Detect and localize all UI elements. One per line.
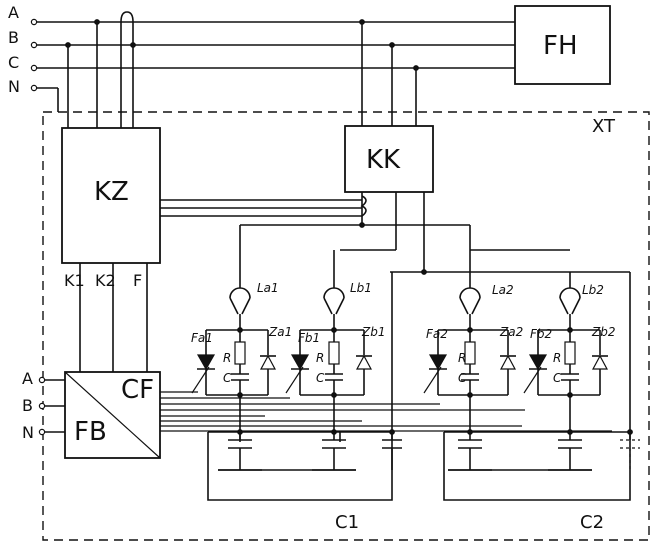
xt-enclosure: [42, 111, 650, 541]
diode-label-za1: Za1: [268, 325, 292, 339]
resistor-label-r2: R: [316, 351, 324, 365]
fh-label: FH: [543, 31, 578, 61]
kz-label: KZ: [94, 177, 129, 207]
resistor-label-r1: R: [223, 351, 231, 365]
reactor-1: [323, 285, 345, 315]
cf-label: CF: [121, 375, 154, 405]
thyristor-0: [196, 354, 216, 371]
diode-label-zb1: Zb1: [361, 325, 385, 339]
fb-input-a: A: [22, 369, 33, 388]
reactor-label-la1: La1: [257, 281, 279, 295]
input-label-b: B: [8, 28, 19, 47]
capacitor-label-c2: C: [316, 371, 325, 385]
thyristor-label-fb2: Fb2: [530, 327, 552, 341]
kz-box: [61, 127, 161, 264]
thyristor-2: [428, 354, 448, 371]
capacitor-label-c1: C: [223, 371, 232, 385]
fh-box: [514, 5, 611, 85]
input-label-a: A: [8, 3, 19, 22]
kk-label: KK: [366, 145, 401, 175]
reactor-3: [559, 285, 581, 315]
fb-label: FB: [74, 417, 107, 447]
bank-label-c2: C2: [580, 512, 604, 533]
resistor-label-r3: R: [458, 351, 466, 365]
kk-box: [344, 125, 434, 193]
capacitor-label-c3: C: [458, 371, 467, 385]
reactor-label-la2: La2: [492, 283, 514, 297]
fb-input-n: N: [22, 423, 34, 442]
fb-input-b: B: [22, 396, 33, 415]
kz-output-k2: K2: [95, 271, 116, 290]
fb-input-terminals: A B N: [22, 369, 65, 442]
kz-output-f: F: [133, 271, 142, 290]
reactor-2: [459, 285, 481, 315]
thyristor-label-fa1: Fa1: [191, 331, 213, 345]
reactor-0: [229, 285, 251, 315]
thyristor-3: [528, 354, 548, 371]
input-label-c: C: [8, 53, 19, 72]
diode-label-za2: Za2: [499, 325, 523, 339]
reactor-label-lb1: Lb1: [350, 281, 372, 295]
thyristor-label-fb1: Fb1: [298, 331, 320, 345]
reactor-label-lb2: Lb2: [582, 283, 604, 297]
thyristor-label-fa2: Fa2: [426, 327, 448, 341]
thyristor-1: [290, 354, 310, 371]
xt-label: XT: [592, 116, 616, 137]
input-terminals: A B C N: [8, 3, 38, 96]
input-label-n: N: [8, 77, 20, 96]
branches: [191, 225, 609, 471]
diode-label-zb2: Zb2: [591, 325, 615, 339]
resistor-label-r4: R: [553, 351, 561, 365]
bank-label-c1: C1: [335, 512, 359, 533]
capacitor-label-c4: C: [553, 371, 562, 385]
